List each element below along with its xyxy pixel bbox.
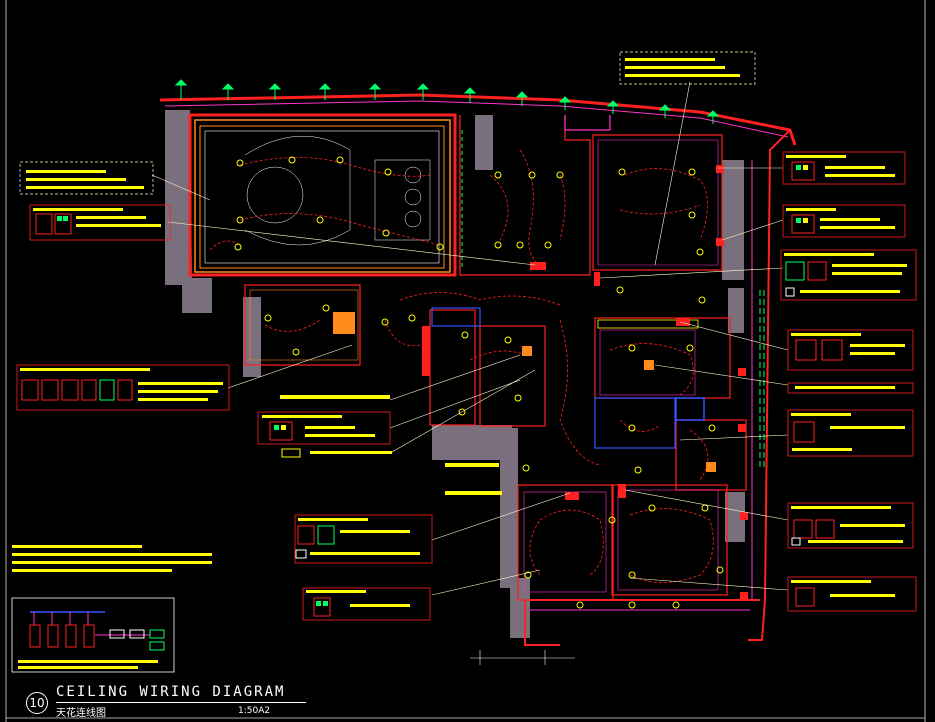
- drawing-scale: 1:50A2: [238, 706, 271, 716]
- switch-boxes: [333, 165, 748, 600]
- note-left-3: [16, 364, 230, 411]
- window-markers: [461, 130, 765, 470]
- note-left-2: [29, 204, 171, 241]
- note-right-7: [787, 576, 917, 612]
- title-underline: [56, 702, 306, 703]
- wall-blocks: [165, 110, 745, 638]
- light-fixtures: [234, 156, 724, 609]
- drawing-number: 10: [26, 692, 48, 714]
- interior-walls: [244, 115, 747, 601]
- top-markers: [174, 79, 720, 124]
- distribution-legend: [11, 597, 175, 673]
- note-right-3: [780, 249, 917, 301]
- note-right-5: [787, 409, 914, 457]
- note-right-4: [787, 329, 914, 394]
- note-center-2: [294, 514, 433, 564]
- drawing-frame: [5, 0, 926, 722]
- general-notes: [12, 545, 212, 572]
- drawing-title-cn: 天花连线图: [56, 708, 106, 719]
- note-center-1: [257, 395, 502, 495]
- note-center-3: [302, 587, 431, 621]
- leader-lines: [151, 81, 789, 596]
- drawing-title-en: CEILING WIRING DIAGRAM: [56, 684, 286, 700]
- outer-walls: [159, 93, 797, 646]
- drawing-title-block: 10 CEILING WIRING DIAGRAM 天花连线图 1:50A2: [26, 684, 326, 720]
- note-right-2: [782, 204, 906, 238]
- note-right-1: [782, 151, 906, 185]
- note-left-1: [19, 161, 154, 195]
- living-room: [188, 113, 457, 277]
- note-right-6: [787, 502, 914, 549]
- note-top-center: [619, 51, 756, 85]
- floor-break: [470, 650, 575, 665]
